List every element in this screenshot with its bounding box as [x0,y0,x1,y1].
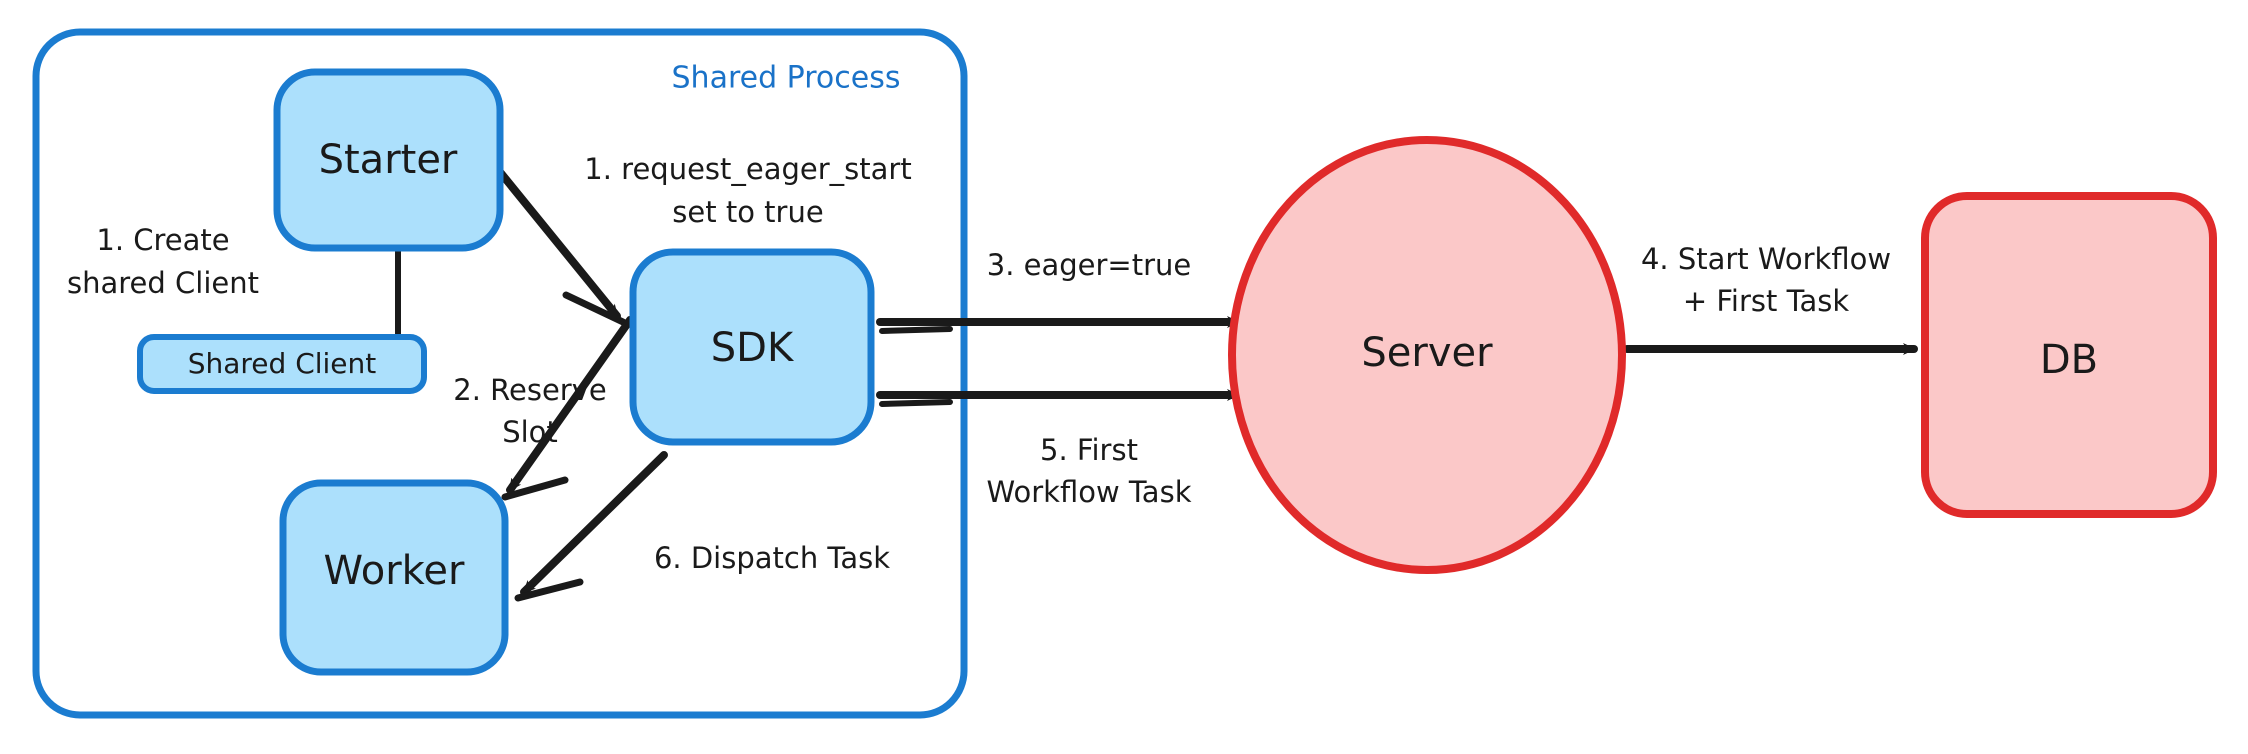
edge-label-request-eager-start: 1. request_eager_start set to true [584,152,911,229]
edge-reserve-slot-barb [501,476,569,501]
edge-dispatch-task-barb [514,578,584,602]
edge-label-start-workflow-first-task-line-2: + First Task [1683,284,1850,318]
shared-process-group: Shared Process [32,28,968,719]
shared-process-title: Shared Process [672,61,901,96]
edge-dispatch-task-line [520,451,668,596]
edge-label-create-shared-client-line-1: 1. Create [96,223,229,257]
edge-label-reserve-slot-line-2: Slot [502,415,558,449]
edge-label-first-workflow-task-line-1: 5. First [1040,433,1138,467]
node-shared-client[interactable]: Shared Client [137,334,427,394]
node-server-shape [1228,136,1626,574]
edge-label-dispatch-task-line-1: 6. Dispatch Task [654,541,890,575]
node-db-shape [1921,192,2217,518]
edge-label-reserve-slot: 2. Reserve Slot [453,373,606,449]
edge-label-first-workflow-task-line-2: Workflow Task [987,475,1192,509]
edge-label-request-eager-start-line-1: 1. request_eager_start [584,152,911,186]
edge-label-eager-true: 3. eager=true [987,248,1192,282]
edge-eager-true [876,316,1242,334]
edge-request-eager-start-barb [562,291,627,326]
edge-eager-true-tail [879,326,953,334]
node-sdk-shape [629,248,875,446]
edge-label-create-shared-client-line-2: shared Client [67,266,259,300]
edge-first-workflow-task-tail [879,399,953,407]
node-server[interactable]: Server [1228,136,1626,574]
node-shared-client-shape [137,334,427,394]
edge-dispatch-task [514,451,668,602]
edge-label-first-workflow-task: 5. First Workflow Task [987,433,1192,509]
edge-label-start-workflow-first-task-line-1: 4. Start Workflow [1641,242,1891,276]
node-shared-client-label: Shared Client [188,347,377,380]
node-starter-shape [273,68,504,252]
node-starter-label: Starter [319,137,458,183]
edge-label-request-eager-start-line-2: set to true [672,195,823,229]
node-server-label: Server [1361,330,1493,376]
edge-label-reserve-slot-line-1: 2. Reserve [453,373,606,407]
node-sdk-label: SDK [711,325,795,371]
node-worker[interactable]: Worker [279,479,509,676]
edge-reserve-slot [501,316,634,501]
edge-reserve-slot-line [506,316,634,494]
node-worker-label: Worker [324,548,465,594]
node-db-label: DB [2040,337,2098,383]
edge-request-eager-start-line [496,168,621,320]
shared-process-border [32,28,968,719]
edge-label-create-shared-client: 1. Create shared Client [67,223,259,300]
node-db[interactable]: DB [1921,192,2217,518]
edge-label-dispatch-task: 6. Dispatch Task [654,541,890,575]
edge-label-eager-true-line-1: 3. eager=true [987,248,1192,282]
node-sdk[interactable]: SDK [629,248,875,446]
edge-first-workflow-task [876,389,1242,407]
node-starter[interactable]: Starter [273,68,504,252]
node-worker-shape [279,479,509,676]
edge-request-eager-start [496,168,627,326]
edge-label-start-workflow-first-task: 4. Start Workflow + First Task [1641,242,1891,318]
